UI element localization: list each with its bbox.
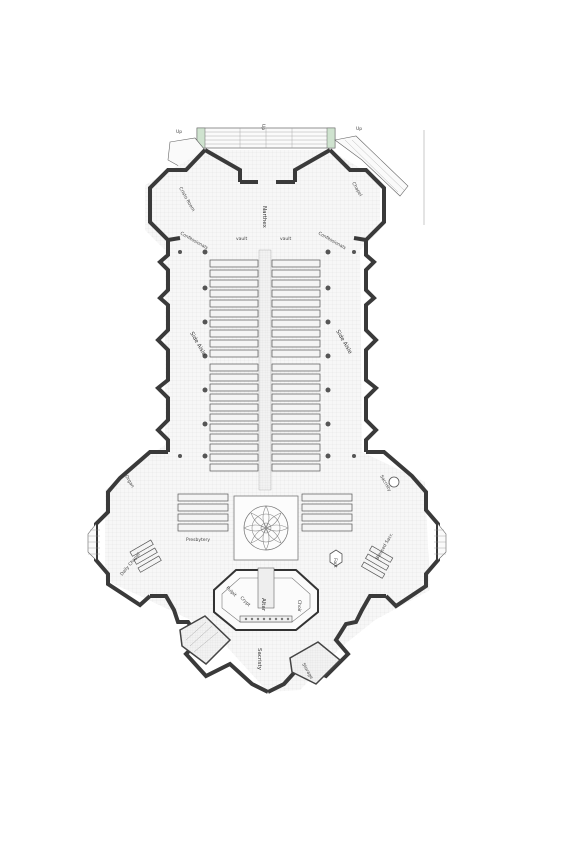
transept-pews-left bbox=[177, 493, 229, 532]
ramp-right bbox=[334, 135, 409, 197]
font-basin bbox=[329, 549, 343, 567]
label-vault-right: vault bbox=[280, 236, 292, 242]
crossing-rose bbox=[233, 495, 299, 561]
up-label-top: Up bbox=[260, 124, 266, 130]
lower-left-room bbox=[179, 615, 232, 665]
pews-right bbox=[271, 259, 321, 472]
label-vault-left: vault bbox=[236, 236, 248, 242]
up-label-right: Up bbox=[356, 126, 362, 132]
label-narthex: Narthex bbox=[261, 206, 267, 229]
transept-pews-right bbox=[301, 493, 353, 532]
blessed-sacrament-pews bbox=[361, 545, 394, 579]
storage-room: Storage bbox=[289, 641, 342, 685]
label-font: Font bbox=[332, 558, 338, 568]
pews-left bbox=[209, 259, 259, 472]
label-sacristy: Sacristy bbox=[256, 648, 262, 671]
outer-walls bbox=[94, 148, 440, 694]
label-choir: Choir bbox=[296, 600, 302, 612]
label-presbytery: Presbytery bbox=[186, 537, 210, 543]
sacristy-basin bbox=[388, 476, 400, 488]
transept-stairs-left bbox=[87, 523, 100, 561]
label-altar: Altar bbox=[260, 598, 266, 612]
transept-stairs-right bbox=[434, 523, 447, 561]
central-aisle bbox=[258, 249, 272, 491]
entry-stairs: Up bbox=[196, 124, 336, 149]
up-label-left: Up bbox=[176, 129, 182, 135]
daily-chapel-pews bbox=[129, 539, 162, 573]
sanctuary bbox=[213, 567, 319, 631]
